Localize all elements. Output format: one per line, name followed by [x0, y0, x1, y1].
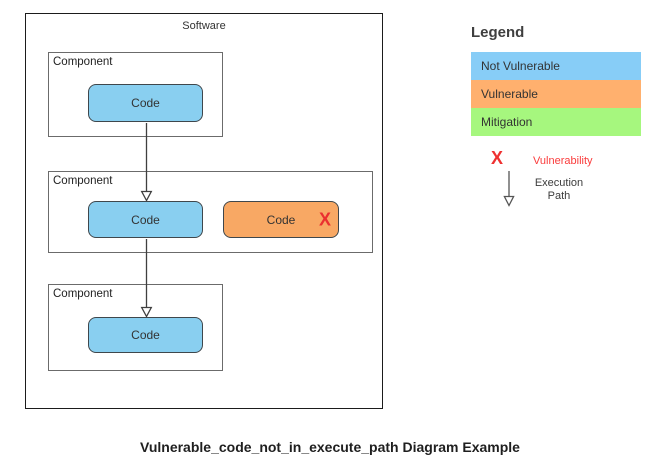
legend-execution-path-label: Execution Path	[529, 177, 589, 203]
code-label: Code	[131, 328, 160, 342]
code-block-vulnerable: Code X	[223, 201, 339, 238]
code-block-not-vulnerable-1: Code	[88, 84, 203, 122]
vulnerability-x-icon: X	[318, 208, 331, 229]
legend-swatch-label: Vulnerable	[481, 87, 538, 101]
code-label: Code	[131, 212, 160, 227]
legend-swatch-not-vulnerable: Not Vulnerable	[471, 52, 641, 80]
legend-execution-path-line1: Execution	[534, 177, 584, 189]
component-2-box: Component Code Code X	[48, 171, 373, 253]
software-label: Software	[182, 20, 226, 32]
code-label: Code	[266, 212, 296, 227]
component-2-label: Component	[53, 175, 113, 187]
legend-execution-path-arrow	[503, 171, 515, 207]
diagram-caption: Vulnerable_code_not_in_execute_path Diag…	[140, 439, 520, 455]
legend-vulnerability-label: Vulnerability	[533, 155, 593, 167]
legend-swatch-label: Mitigation	[481, 115, 533, 129]
legend-swatch-vulnerable: Vulnerable	[471, 80, 641, 108]
legend-vulnerability-x-icon: X	[491, 148, 504, 168]
code-label: Code	[131, 96, 160, 110]
component-1-label: Component	[53, 56, 113, 68]
legend-execution-path-line2: Path	[547, 190, 571, 202]
component-1-box: Component Code	[48, 52, 223, 137]
code-block-not-vulnerable-3: Code	[88, 317, 203, 353]
legend-swatch-mitigation: Mitigation	[471, 108, 641, 136]
component-3-label: Component	[53, 288, 113, 300]
component-3-box: Component Code	[48, 284, 223, 371]
legend-title: Legend	[471, 24, 525, 41]
legend-swatch-label: Not Vulnerable	[481, 59, 560, 73]
legend-items: Not Vulnerable Vulnerable Mitigation	[471, 52, 641, 136]
code-block-not-vulnerable-2: Code	[88, 201, 203, 238]
